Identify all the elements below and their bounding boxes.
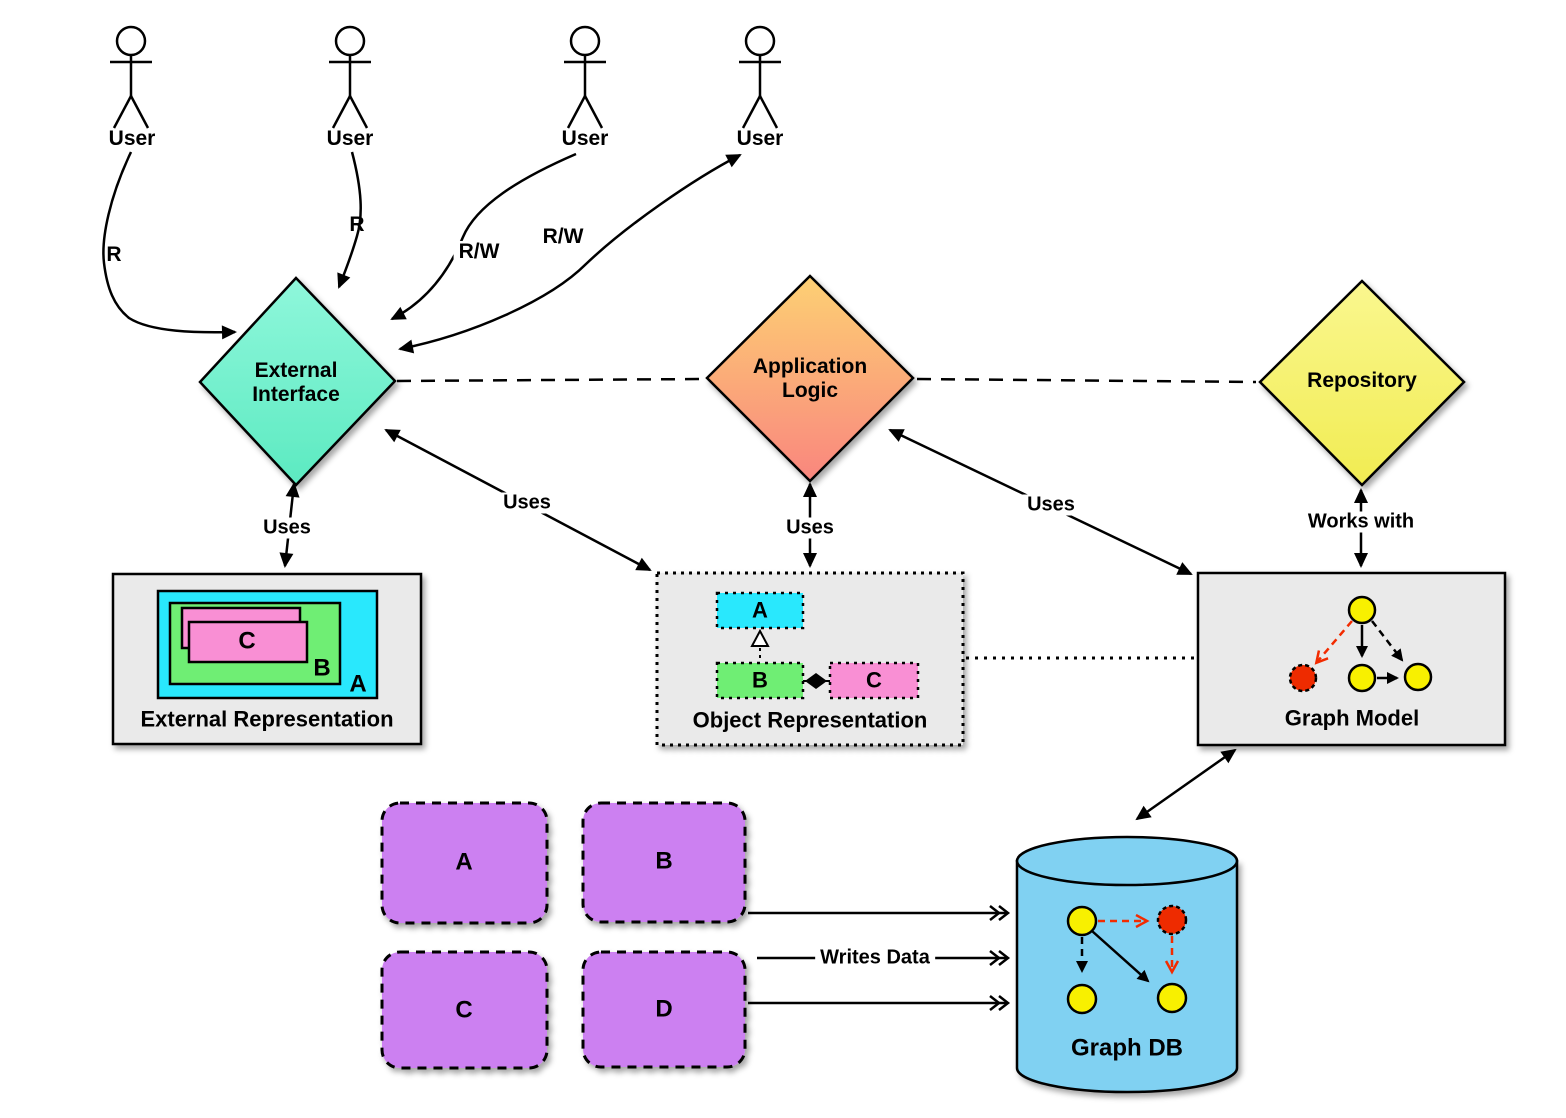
user-icon	[564, 25, 606, 129]
actor-label: User	[736, 126, 784, 150]
external-representation-title: External Representation	[140, 706, 394, 732]
layer-c-front-rect	[187, 620, 309, 664]
edge-label-r2: R	[349, 212, 365, 236]
db-node-yellow	[1066, 983, 1098, 1015]
user-icon	[739, 25, 781, 129]
class-a-label: A	[752, 597, 768, 623]
composition-diamond-icon	[805, 673, 827, 689]
uses-label-ei-er: Uses	[258, 517, 316, 539]
gm-node-red	[1288, 663, 1318, 693]
class-c-rect	[828, 661, 920, 700]
uses-label-al-gm: Uses	[1022, 494, 1080, 516]
application-logic-label-1: Application	[752, 354, 868, 378]
gm-edge-red	[1317, 620, 1353, 662]
user-icon	[110, 25, 152, 129]
external-representation-box	[111, 572, 423, 746]
db-node-red	[1156, 904, 1188, 936]
graph-db-cylinder	[1015, 835, 1239, 1094]
db-node-yellow	[1156, 982, 1188, 1014]
edge-label-rw1: R/W	[453, 240, 505, 264]
arrow-gm-db	[1135, 748, 1237, 821]
actor-label: User	[108, 126, 156, 150]
db-node-yellow	[1066, 905, 1098, 937]
data-block-d	[581, 950, 747, 1069]
generalization-triangle-icon	[750, 628, 770, 647]
data-block-b	[581, 801, 747, 924]
layer-b-label: B	[313, 654, 331, 682]
arrow-user1-r	[102, 151, 237, 340]
class-a-rect	[715, 591, 805, 630]
actor-label: User	[326, 126, 374, 150]
external-interface-label-1: External	[254, 358, 338, 382]
class-c-label: C	[866, 667, 882, 693]
uses-label-al-or: Uses	[781, 517, 839, 539]
repository-diamond	[1258, 279, 1466, 487]
arrow-user2-r	[337, 151, 362, 289]
works-with-label: Works with	[1302, 511, 1420, 533]
object-representation-box	[655, 571, 965, 747]
gm-node-yellow	[1347, 663, 1377, 693]
application-logic-diamond	[705, 274, 915, 483]
gm-edge-dashed	[1371, 620, 1404, 662]
data-block-c-label: C	[455, 996, 473, 1024]
dashed-link-ei-al	[396, 377, 705, 383]
object-representation-title: Object Representation	[692, 707, 928, 733]
arrow-user4-rw	[398, 153, 742, 354]
data-block-c	[380, 950, 549, 1070]
data-block-a	[380, 801, 549, 925]
data-block-a-label: A	[455, 848, 473, 876]
class-b-rect	[715, 661, 805, 700]
application-logic-label-2: Logic	[782, 378, 838, 402]
edge-label-r1: R	[106, 242, 122, 266]
graph-model-box	[1196, 571, 1507, 747]
graph-model-title: Graph Model	[1284, 705, 1420, 731]
edge-label-rw2: R/W	[537, 225, 589, 249]
data-block-d-label: D	[655, 995, 673, 1023]
db-edge-solid-diag	[1091, 930, 1150, 983]
data-block-b-label: B	[655, 847, 673, 875]
dashed-link-al-repo	[916, 377, 1257, 384]
graph-db-title: Graph DB	[1070, 1034, 1184, 1062]
writes-data-label: Writes Data	[815, 947, 935, 969]
uses-label-ei-or: Uses	[498, 492, 556, 514]
class-b-label: B	[752, 667, 768, 693]
actor-label: User	[561, 126, 609, 150]
layer-c-label: C	[238, 627, 256, 655]
gm-node-yellow	[1403, 662, 1433, 692]
external-interface-label-2: Interface	[252, 382, 340, 406]
gm-node-yellow	[1347, 595, 1377, 625]
repository-label: Repository	[1307, 368, 1417, 392]
user-icon	[329, 25, 371, 129]
layer-a-label: A	[349, 670, 367, 698]
